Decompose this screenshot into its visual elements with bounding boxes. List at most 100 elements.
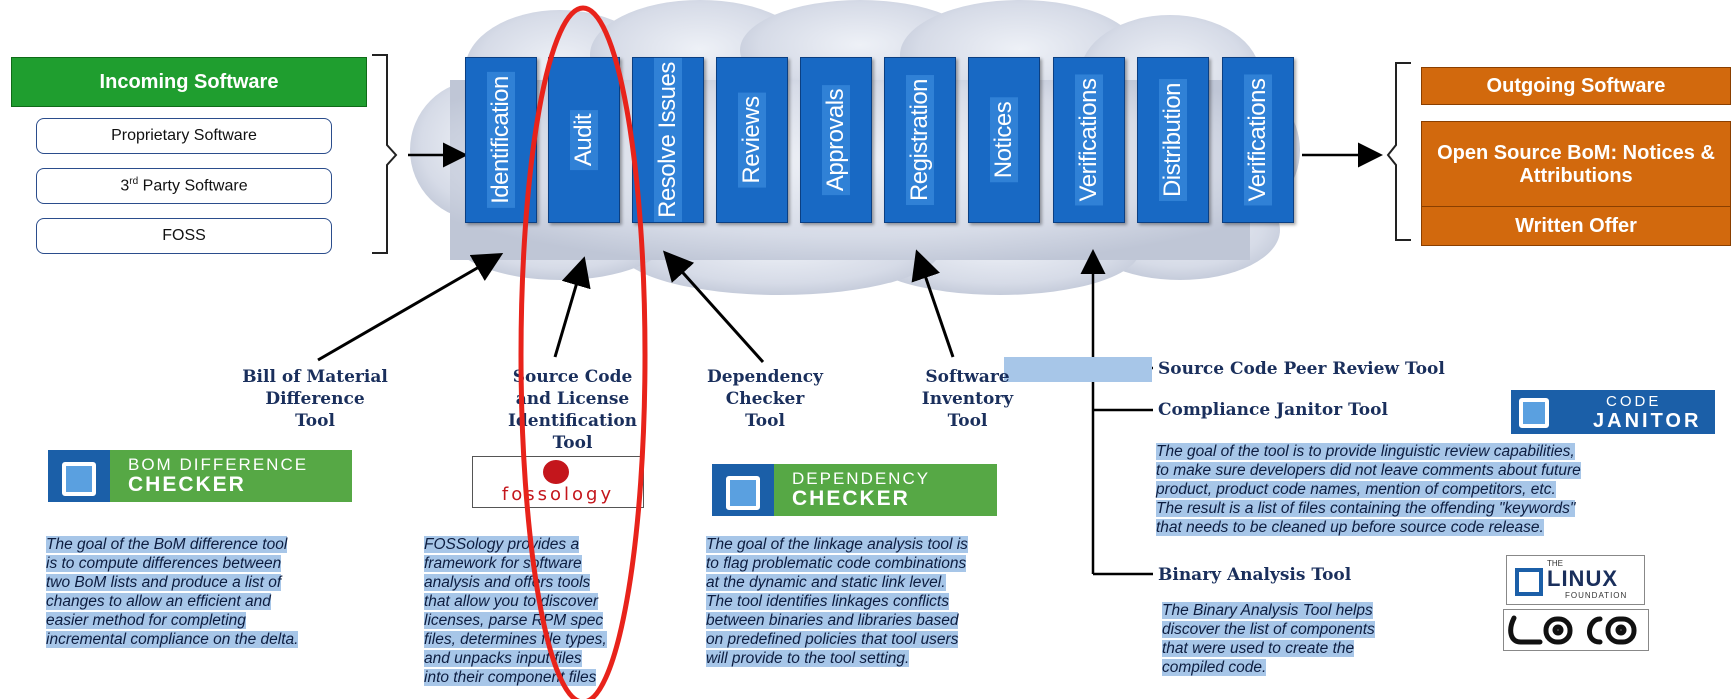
binary-analysis-tool-title: Binary Analysis Tool <box>1158 565 1352 585</box>
dependency-checker-logo: DEPENDENCY CHECKER <box>712 464 997 516</box>
code-janitor-logo: CODE JANITOR <box>1511 390 1715 434</box>
outgoing-label: Outgoing Software <box>1486 74 1666 97</box>
stage-approvals: Approvals <box>800 57 872 223</box>
desc-line: The goal of the linkage analysis tool is <box>706 536 968 553</box>
peer-review-highlight <box>1004 357 1152 382</box>
desc-line: to make sure developers did not leave co… <box>1156 462 1581 479</box>
bom-tool-title: Bill of Material Difference Tool <box>210 366 420 432</box>
desc-line: to flag problematic code combinations <box>706 555 967 572</box>
linux-logo-main: LINUX <box>1547 566 1618 591</box>
desc-line: The goal of the BoM difference tool <box>46 536 288 553</box>
stage-label: Audit <box>570 109 598 171</box>
title-line: Software <box>925 367 1010 387</box>
loco-logo-icon <box>1508 615 1637 645</box>
dependency-logo-square-icon <box>712 464 774 516</box>
incoming-software-title: Incoming Software <box>99 70 279 93</box>
desc-line: FOSSology provides a <box>424 536 580 553</box>
stage-verifications: Verifications <box>1053 57 1125 223</box>
incoming-software-header: Incoming Software <box>11 57 367 107</box>
third-prefix: 3 <box>120 177 130 195</box>
incoming-item-label: Proprietary Software <box>111 127 257 144</box>
desc-line: The tool identifies linkages conflicts <box>706 593 949 610</box>
incoming-item-third-party: 3rd Party Software <box>36 168 332 204</box>
desc-line: The goal of the tool is to provide lingu… <box>1156 443 1575 460</box>
title-line: Checker <box>725 389 805 409</box>
desc-line: incremental compliance on the delta. <box>46 631 299 648</box>
bom-logo-square-icon <box>48 450 110 502</box>
desc-line: discover the list of components <box>1162 621 1375 638</box>
desc-line: The result is a list of files containing… <box>1156 500 1576 517</box>
title-line: Identification <box>507 411 638 431</box>
stage-label: Verifications <box>1244 74 1272 206</box>
incoming-item-proprietary: Proprietary Software <box>36 118 332 154</box>
title-line: Tool <box>552 433 593 453</box>
stage-label: Identification <box>487 72 515 208</box>
desc-line: files, determines file types, <box>424 631 607 648</box>
dependency-logo-top: DEPENDENCY <box>792 469 931 488</box>
title-line: Bill of Material <box>242 367 388 387</box>
desc-line: The Binary Analysis Tool helps <box>1162 602 1373 619</box>
outgoing-software: Outgoing Software <box>1421 67 1731 105</box>
stage-reviews: Reviews <box>716 57 788 223</box>
desc-line: at the dynamic and static link level. <box>706 574 946 591</box>
incoming-brace <box>372 54 398 254</box>
desc-line: on predefined policies that tool users <box>706 631 959 648</box>
bom-logo-bottom: CHECKER <box>128 473 246 496</box>
stage-label: Verifications <box>1075 74 1103 206</box>
stage-notices: Notices <box>968 57 1040 223</box>
dependency-tool-description: The goal of the linkage analysis tool is… <box>706 535 968 668</box>
stage-final-verifications: Verifications <box>1222 57 1294 223</box>
linux-foundation-logo: THE LINUX FOUNDATION <box>1506 555 1645 605</box>
binary-analysis-description: The Binary Analysis Tool helps discover … <box>1162 601 1375 677</box>
outgoing-label: Open Source BoM: Notices & Attributions <box>1437 142 1715 187</box>
title-line: Tool <box>295 411 335 431</box>
arrow-inventory-to-registration <box>911 249 955 358</box>
janitor-logo-square-icon <box>1519 398 1549 428</box>
bom-logo-top: BOM DIFFERENCE <box>128 455 309 474</box>
stage-label: Resolve Issues <box>654 58 682 222</box>
desc-line: licenses, parse RPM spec <box>424 612 604 629</box>
janitor-logo-bottom: JANITOR <box>1593 410 1702 432</box>
stage-label: Approvals <box>822 84 850 196</box>
title-line: and License <box>515 389 630 409</box>
fossology-logo: fossology <box>472 456 644 508</box>
title-line: Inventory <box>921 389 1014 409</box>
compliance-janitor-description: The goal of the tool is to provide lingu… <box>1156 442 1581 537</box>
third-party-label: Party Software <box>142 177 248 195</box>
dependency-logo-bottom: CHECKER <box>792 487 910 510</box>
stage-label: Distribution <box>1159 78 1187 202</box>
peer-review-tool-title: Source Code Peer Review Tool <box>1158 359 1445 379</box>
stage-audit: Audit <box>548 57 620 223</box>
desc-line: product, product code names, mention of … <box>1156 481 1556 498</box>
desc-line: framework for software <box>424 555 582 572</box>
desc-line: will provide to the tool setting. <box>706 650 910 667</box>
software-inventory-tool-title: Software Inventory Tool <box>880 366 1055 432</box>
stage-label: Registration <box>906 74 934 206</box>
dependency-tool-title: Dependency Checker Tool <box>685 366 845 432</box>
stage-label: Notices <box>990 97 1018 183</box>
compliance-janitor-tool-title: Compliance Janitor Tool <box>1158 400 1388 420</box>
arrow-bom-to-identification <box>317 252 504 362</box>
outgoing-label: Written Offer <box>1515 214 1637 237</box>
desc-line: that allow you to discover <box>424 593 599 610</box>
incoming-item-foss: FOSS <box>36 218 332 254</box>
desc-line: changes to allow an efficient and <box>46 593 271 610</box>
desc-line: compiled code. <box>1162 659 1267 676</box>
loco-logo <box>1503 609 1649 651</box>
desc-line: between binaries and libraries based <box>706 612 959 629</box>
linux-logo-square-icon <box>1515 568 1543 596</box>
desc-line: that were used to create the <box>1162 640 1355 657</box>
stage-distribution: Distribution <box>1137 57 1209 223</box>
title-line: Difference <box>265 389 365 409</box>
bom-difference-checker-logo: BOM DIFFERENCE CHECKER <box>48 450 352 502</box>
title-line: Source Code <box>512 367 633 387</box>
source-code-tool-title: Source Code and License Identification T… <box>465 366 680 454</box>
desc-line: easier method for completing <box>46 612 246 629</box>
janitor-logo-top: CODE <box>1606 393 1662 410</box>
desc-line: into their component files <box>424 669 597 686</box>
source-code-tool-description: FOSSology provides a framework for softw… <box>424 535 607 687</box>
open-source-bom: Open Source BoM: Notices & Attributions <box>1421 121 1731 209</box>
incoming-item-label: FOSS <box>162 227 206 244</box>
linux-logo-small: THE <box>1547 559 1563 568</box>
stage-registration: Registration <box>884 57 956 223</box>
